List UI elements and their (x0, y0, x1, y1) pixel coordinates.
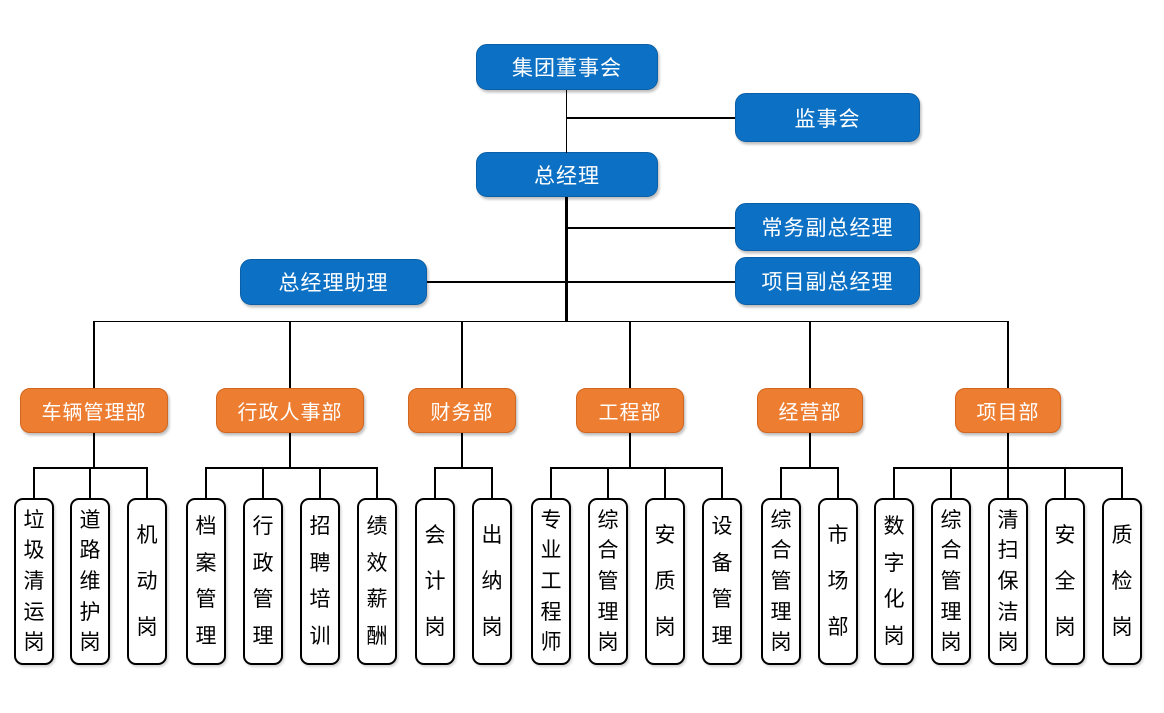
board-of-directors-box: 集团董事会 (476, 44, 658, 90)
connector-line (629, 321, 631, 388)
connector-line (435, 467, 492, 469)
connector-line (206, 467, 377, 469)
position-box: 垃圾清运岗 (14, 498, 54, 665)
connector-line (262, 467, 264, 498)
connector-line (950, 467, 952, 498)
position-box: 数字化岗 (874, 498, 914, 665)
connector-line (837, 467, 839, 498)
connector-line (566, 117, 735, 119)
connector-line (551, 467, 722, 469)
department-box: 财务部 (408, 388, 516, 433)
connector-line (146, 467, 148, 498)
connector-line (893, 467, 895, 498)
project-deputy-gm-box: 项目副总经理 (735, 257, 920, 305)
connector-line (781, 467, 838, 469)
department-box: 工程部 (576, 388, 684, 433)
position-box: 绩效薪酬 (357, 498, 397, 665)
position-box: 设备管理 (702, 498, 742, 665)
connector-line (93, 320, 1009, 323)
position-box: 档案管理 (186, 498, 226, 665)
connector-line (289, 321, 291, 388)
connector-line (461, 321, 463, 388)
department-box: 车辆管理部 (20, 388, 168, 433)
connector-line (289, 433, 291, 468)
department-box: 行政人事部 (216, 388, 364, 433)
position-box: 综合管理岗 (931, 498, 971, 665)
connector-line (809, 433, 811, 468)
connector-line (1007, 467, 1009, 498)
connector-line (566, 227, 735, 229)
connector-line (607, 467, 609, 498)
connector-line (205, 467, 207, 498)
general-manager-box: 总经理 (476, 152, 658, 197)
supervisory-board-box: 监事会 (735, 93, 920, 142)
connector-line (565, 90, 567, 153)
connector-line (1064, 467, 1066, 498)
executive-deputy-gm-box: 常务副总经理 (735, 203, 920, 251)
connector-line (809, 321, 811, 388)
position-box: 机动岗 (127, 498, 167, 665)
connector-line (319, 467, 321, 498)
connector-line (664, 467, 666, 498)
connector-line (93, 321, 95, 388)
position-box: 综合管理岗 (588, 498, 628, 665)
connector-line (491, 467, 493, 498)
connector-line (434, 467, 436, 498)
position-box: 安全岗 (1045, 498, 1085, 665)
connector-line (550, 467, 552, 498)
connector-line (376, 467, 378, 498)
connector-line (1007, 321, 1009, 388)
position-box: 安质岗 (645, 498, 685, 665)
connector-line (721, 467, 723, 498)
department-box: 项目部 (955, 388, 1061, 433)
position-box: 招聘培训 (300, 498, 340, 665)
position-box: 出纳岗 (472, 498, 512, 665)
position-box: 专业工程师 (531, 498, 571, 665)
position-box: 清扫保洁岗 (988, 498, 1028, 665)
gm-assistant-box: 总经理助理 (240, 259, 427, 305)
position-box: 道路维护岗 (70, 498, 110, 665)
connector-line (780, 467, 782, 498)
connector-line (93, 433, 95, 468)
connector-line (629, 433, 631, 468)
connector-line (89, 467, 91, 498)
connector-line (461, 433, 463, 468)
connector-line (427, 281, 735, 283)
position-box: 会计岗 (415, 498, 455, 665)
connector-line (565, 197, 568, 322)
department-box: 经营部 (757, 388, 863, 433)
position-box: 综合管理岗 (761, 498, 801, 665)
position-box: 市场部 (818, 498, 858, 665)
position-box: 行政管理 (243, 498, 283, 665)
connector-line (1121, 467, 1123, 498)
connector-line (1007, 433, 1009, 468)
position-box: 质检岗 (1102, 498, 1142, 665)
connector-line (33, 467, 35, 498)
